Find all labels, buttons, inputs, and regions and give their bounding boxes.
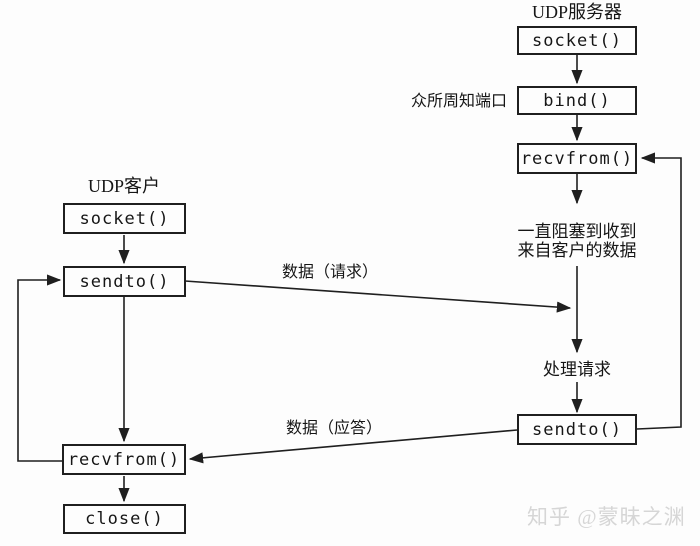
zhihu-watermark: 知乎 @蒙昧之渊 — [527, 505, 686, 529]
arrow-server-sendto-loop-to-recvfrom — [636, 152, 682, 430]
server-process-note: 处理请求 — [543, 360, 611, 379]
arrow-client-recvfrom-loop-to-sendto — [17, 274, 63, 462]
server-bind-box: bind() — [517, 86, 637, 115]
server-block-note: 一直阻塞到收到 来自客户的数据 — [492, 222, 662, 260]
server-socket-box: socket() — [517, 26, 637, 55]
server-title: UDP服务器 — [531, 2, 622, 22]
data-reply-label: 数据（应答） — [285, 420, 382, 437]
client-title: UDP客户 — [87, 176, 160, 196]
arrow-data-request — [184, 280, 572, 313]
client-sendto-box: sendto() — [63, 266, 186, 297]
data-request-label: 数据（请求） — [281, 264, 378, 281]
well-known-port-note: 众所周知端口 — [410, 93, 507, 110]
client-socket-box: socket() — [63, 203, 186, 234]
server-block-note-line1: 一直阻塞到收到 — [517, 222, 637, 241]
client-recvfrom-box: recvfrom() — [62, 444, 186, 475]
server-recvfrom-box: recvfrom() — [517, 143, 637, 174]
server-block-note-line2: 来自客户的数据 — [517, 241, 637, 260]
arrow-data-reply — [188, 429, 518, 464]
client-close-box: close() — [63, 504, 186, 534]
server-sendto-box: sendto() — [517, 414, 637, 445]
